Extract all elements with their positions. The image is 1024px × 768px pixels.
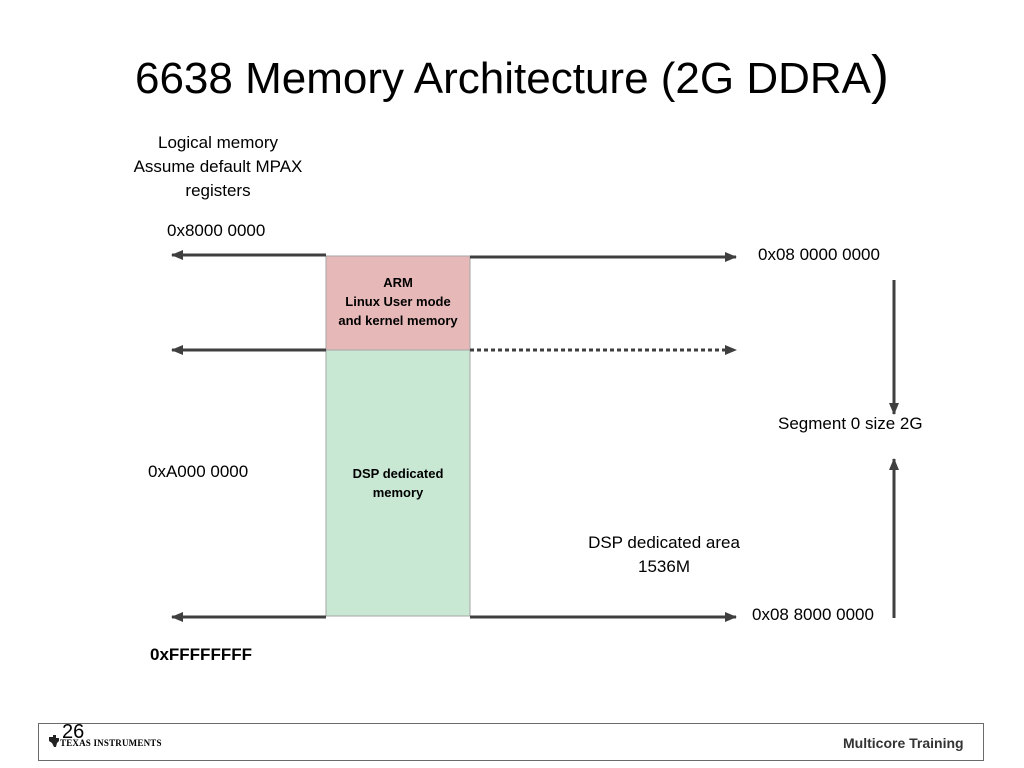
logical-memory-caption: Logical memory Assume default MPAX regis… xyxy=(108,131,328,203)
arm-block-label: ARM Linux User mode and kernel memory xyxy=(326,273,470,330)
logical-caption-line3: registers xyxy=(185,181,251,200)
segment-size-caption: Segment 0 size 2G xyxy=(778,414,923,433)
slide-title: 6638 Memory Architecture (2G DDRA) xyxy=(0,40,1024,114)
dsp-area-line2: 1536M xyxy=(638,557,690,576)
footer-brand: TEXAS INSTRUMENTS xyxy=(60,738,162,748)
slide-title-text: 6638 Memory Architecture (2G DDRA xyxy=(134,54,872,103)
physical-address-bottom: 0x08 8000 0000 xyxy=(752,605,874,624)
dsp-block-label: DSP dedicated memory xyxy=(326,464,470,502)
page-number: 26 xyxy=(62,721,85,743)
dsp-area-caption: DSP dedicated area 1536M xyxy=(564,531,764,579)
arm-memory-block xyxy=(325,255,471,351)
dsp-label-line2: memory xyxy=(372,485,424,500)
physical-address-top: 0x08 0000 0000 xyxy=(758,245,880,264)
logical-address-top: 0x8000 0000 xyxy=(167,221,266,240)
dsp-label-line1: DSP dedicated xyxy=(352,466,444,481)
dsp-area-line1: DSP dedicated area xyxy=(588,533,740,552)
logical-caption-line2: Assume default MPAX xyxy=(133,157,303,176)
arm-label-line2: Linux User mode xyxy=(345,294,451,309)
logical-address-middle: 0xA000 0000 xyxy=(148,462,249,481)
logical-address-bottom: 0xFFFFFFFF xyxy=(150,645,252,664)
footer-bar xyxy=(38,723,984,761)
footer-course-name: Multicore Training xyxy=(843,735,964,751)
slide-title-paren: ) xyxy=(871,45,890,105)
texas-instruments-logo-icon xyxy=(49,735,59,747)
arm-label-line3: and kernel memory xyxy=(338,313,458,328)
dsp-memory-block xyxy=(325,349,471,617)
memory-diagram xyxy=(171,250,899,622)
arm-label-line1: ARM xyxy=(383,275,413,290)
logical-caption-line1: Logical memory xyxy=(158,133,278,152)
